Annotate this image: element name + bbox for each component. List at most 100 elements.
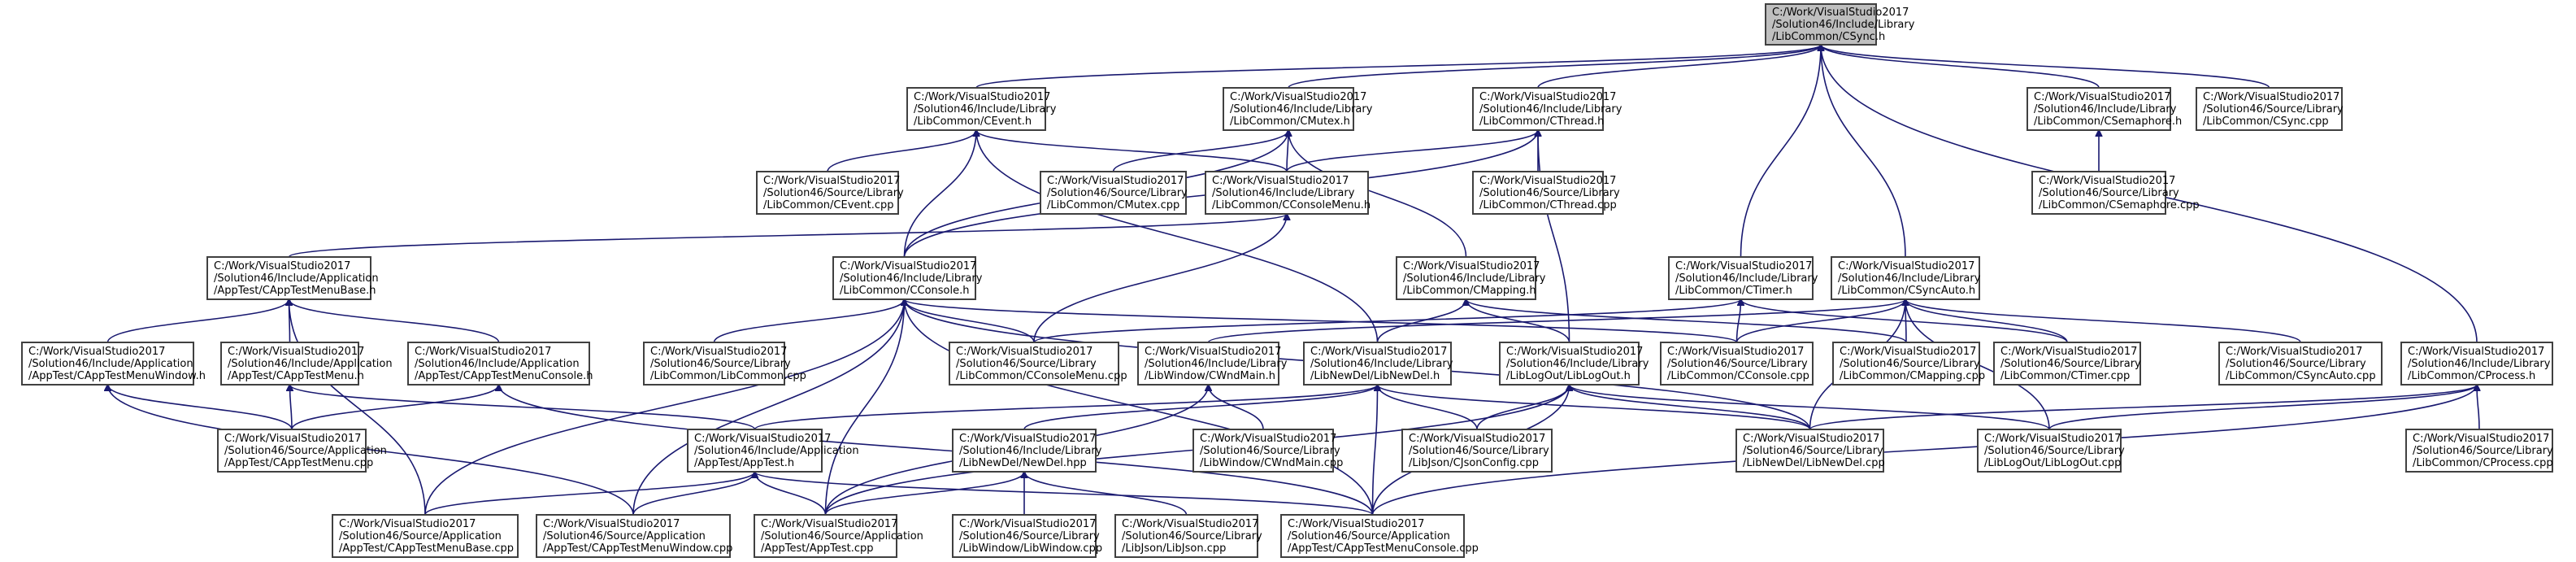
edge-cmutex_cpp-to-cmutex_h bbox=[1112, 130, 1289, 172]
node-label-line: C:/Work/VisualStudio2017 bbox=[840, 260, 976, 272]
node-cprocess_h[interactable]: C:/Work/VisualStudio2017/Solution46/Incl… bbox=[2400, 342, 2553, 386]
node-csyncauto_cpp[interactable]: C:/Work/VisualStudio2017/Solution46/Sour… bbox=[2218, 342, 2383, 386]
node-libjson_cpp[interactable]: C:/Work/VisualStudio2017/Solution46/Sour… bbox=[1114, 514, 1262, 558]
edge-liblogout_cpp-to-cprocess_h bbox=[2048, 385, 2477, 430]
node-box bbox=[2031, 171, 2166, 215]
edge-libnewdel_cpp-to-cprocess_h bbox=[1809, 385, 2478, 430]
node-label-line: C:/Work/VisualStudio2017 bbox=[763, 175, 900, 187]
node-label-line: C:/Work/VisualStudio2017 bbox=[28, 346, 165, 358]
node-capptestmenuconsole_h[interactable]: C:/Work/VisualStudio2017/Solution46/Incl… bbox=[407, 342, 593, 386]
node-label-line: /AppTest/AppTest.cpp bbox=[761, 542, 874, 555]
node-label-line: /Solution46/Include/Library bbox=[1506, 358, 1649, 370]
node-box bbox=[2196, 87, 2343, 131]
node-label-line: /Solution46/Include/Library bbox=[1212, 187, 1355, 199]
node-capptestmenubase_cpp[interactable]: C:/Work/VisualStudio2017/Solution46/Sour… bbox=[332, 514, 519, 558]
edge-capptestmenuconsole_cpp-to-apptest_h bbox=[755, 472, 1374, 516]
node-capptestmenubase_h[interactable]: C:/Work/VisualStudio2017/Solution46/Incl… bbox=[206, 256, 379, 300]
node-libwindow_cpp[interactable]: C:/Work/VisualStudio2017/Solution46/Sour… bbox=[952, 514, 1102, 558]
node-cthread_h[interactable]: C:/Work/VisualStudio2017/Solution46/Incl… bbox=[1472, 87, 1622, 131]
node-liblogout_cpp[interactable]: C:/Work/VisualStudio2017/Solution46/Sour… bbox=[1977, 429, 2125, 473]
node-csync_cpp[interactable]: C:/Work/VisualStudio2017/Solution46/Sour… bbox=[2196, 87, 2344, 131]
edge-libnewdel_h-to-cevent_h bbox=[976, 130, 1379, 343]
node-libcommon_cpp[interactable]: C:/Work/VisualStudio2017/Solution46/Sour… bbox=[643, 342, 806, 386]
node-box bbox=[1396, 256, 1536, 300]
node-csemaphore_cpp[interactable]: C:/Work/VisualStudio2017/Solution46/Sour… bbox=[2031, 171, 2200, 215]
node-ctimer_h[interactable]: C:/Work/VisualStudio2017/Solution46/Incl… bbox=[1668, 256, 1818, 300]
node-cmutex_cpp[interactable]: C:/Work/VisualStudio2017/Solution46/Sour… bbox=[1040, 171, 1188, 215]
edge-cmutex_h-to-root bbox=[1288, 45, 1821, 89]
node-box bbox=[1137, 342, 1279, 386]
node-label-line: /AppTest/CAppTestMenuConsole.cpp bbox=[1288, 542, 1479, 555]
node-box bbox=[952, 514, 1097, 558]
node-cevent_cpp[interactable]: C:/Work/VisualStudio2017/Solution46/Sour… bbox=[756, 171, 904, 215]
node-label-line: /LibNewDel/LibNewDel.cpp bbox=[1743, 457, 1885, 469]
edge-cevent_cpp-to-cevent_h bbox=[827, 130, 976, 172]
node-label-line: C:/Work/VisualStudio2017 bbox=[2413, 433, 2549, 445]
node-label-line: C:/Work/VisualStudio2017 bbox=[339, 518, 476, 530]
node-cconsolemenu_cpp[interactable]: C:/Work/VisualStudio2017/Solution46/Sour… bbox=[949, 342, 1127, 386]
node-cconsolemenu_h[interactable]: C:/Work/VisualStudio2017/Solution46/Incl… bbox=[1205, 171, 1371, 215]
node-box bbox=[1832, 342, 1980, 386]
node-label-line: /Solution46/Include/Library bbox=[959, 445, 1102, 457]
node-cconsole_h[interactable]: C:/Work/VisualStudio2017/Solution46/Incl… bbox=[832, 256, 983, 300]
node-label-line: C:/Work/VisualStudio2017 bbox=[1479, 91, 1616, 103]
node-label-line: C:/Work/VisualStudio2017 bbox=[1479, 175, 1616, 187]
node-libnewdel_cpp[interactable]: C:/Work/VisualStudio2017/Solution46/Sour… bbox=[1735, 429, 1885, 473]
node-label-line: /LibCommon/CEvent.h bbox=[914, 115, 1032, 128]
node-label-line: C:/Work/VisualStudio2017 bbox=[959, 433, 1096, 445]
node-liblogout_h[interactable]: C:/Work/VisualStudio2017/Solution46/Incl… bbox=[1499, 342, 1649, 386]
node-libnewdel_h[interactable]: C:/Work/VisualStudio2017/Solution46/Incl… bbox=[1303, 342, 1453, 386]
node-ctimer_cpp[interactable]: C:/Work/VisualStudio2017/Solution46/Sour… bbox=[1993, 342, 2141, 386]
node-cwndmain_cpp[interactable]: C:/Work/VisualStudio2017/Solution46/Sour… bbox=[1192, 429, 1343, 473]
edge-apptest_cpp-to-newdel_hpp bbox=[824, 472, 1025, 516]
edge-libnewdel_cpp-to-liblogout_h bbox=[1570, 385, 1811, 430]
node-box bbox=[1040, 171, 1187, 215]
node-apptest_h[interactable]: C:/Work/VisualStudio2017/Solution46/Incl… bbox=[687, 429, 859, 473]
edge-csemaphore_h-to-root bbox=[1821, 45, 2100, 89]
node-newdel_hpp[interactable]: C:/Work/VisualStudio2017/Solution46/Incl… bbox=[952, 429, 1102, 473]
node-capptestmenuwindow_cpp[interactable]: C:/Work/VisualStudio2017/Solution46/Sour… bbox=[536, 514, 732, 558]
node-box bbox=[952, 429, 1097, 473]
node-label-line: C:/Work/VisualStudio2017 bbox=[1047, 175, 1184, 187]
node-label-line: /Solution46/Source/Library bbox=[1840, 358, 1980, 370]
node-csyncauto_h[interactable]: C:/Work/VisualStudio2017/Solution46/Incl… bbox=[1831, 256, 1981, 300]
node-label-line: /LibCommon/LibCommon.cpp bbox=[650, 370, 806, 382]
node-box bbox=[1735, 429, 1884, 473]
node-cprocess_cpp[interactable]: C:/Work/VisualStudio2017/Solution46/Sour… bbox=[2405, 429, 2553, 473]
node-cjsonconfig_cpp[interactable]: C:/Work/VisualStudio2017/Solution46/Sour… bbox=[1401, 429, 1553, 473]
node-label-line: /Solution46/Source/Library bbox=[956, 358, 1097, 370]
node-label-line: /Solution46/Include/Library bbox=[2034, 103, 2177, 115]
node-capptestmenu_h[interactable]: C:/Work/VisualStudio2017/Solution46/Incl… bbox=[220, 342, 393, 386]
node-capptestmenuconsole_cpp[interactable]: C:/Work/VisualStudio2017/Solution46/Sour… bbox=[1280, 514, 1479, 558]
node-root[interactable]: C:/Work/VisualStudio2017/Solution46/Incl… bbox=[1765, 3, 1915, 46]
node-capptestmenu_cpp[interactable]: C:/Work/VisualStudio2017/Solution46/Sour… bbox=[217, 429, 387, 473]
node-cmapping_h[interactable]: C:/Work/VisualStudio2017/Solution46/Incl… bbox=[1396, 256, 1546, 300]
node-label-line: /Solution46/Include/Application bbox=[214, 272, 379, 285]
node-label-line: /Solution46/Source/Application bbox=[1288, 530, 1450, 542]
node-apptest_cpp[interactable]: C:/Work/VisualStudio2017/Solution46/Sour… bbox=[754, 514, 923, 558]
edge-ctimer_cpp-to-csyncauto_h bbox=[1905, 299, 2068, 343]
node-cmutex_h[interactable]: C:/Work/VisualStudio2017/Solution46/Incl… bbox=[1223, 87, 1373, 131]
node-box bbox=[1765, 3, 1877, 46]
node-cmapping_cpp[interactable]: C:/Work/VisualStudio2017/Solution46/Sour… bbox=[1832, 342, 1985, 386]
node-cthread_cpp[interactable]: C:/Work/VisualStudio2017/Solution46/Sour… bbox=[1472, 171, 1620, 215]
node-label-line: /LibJson/LibJson.cpp bbox=[1122, 542, 1226, 555]
node-cevent_h[interactable]: C:/Work/VisualStudio2017/Solution46/Incl… bbox=[906, 87, 1057, 131]
node-label-line: /AppTest/CAppTestMenuBase.h bbox=[214, 285, 376, 297]
node-capptestmenuwindow_h[interactable]: C:/Work/VisualStudio2017/Solution46/Incl… bbox=[21, 342, 206, 386]
node-box bbox=[832, 256, 976, 300]
node-cwndmain_h[interactable]: C:/Work/VisualStudio2017/Solution46/Incl… bbox=[1137, 342, 1288, 386]
node-label-line: C:/Work/VisualStudio2017 bbox=[650, 346, 787, 358]
node-label-line: C:/Work/VisualStudio2017 bbox=[1984, 433, 2121, 445]
edge-cconsolemenu_cpp-to-cconsole_h bbox=[905, 299, 1035, 343]
node-label-line: /Solution46/Include/Library bbox=[1479, 103, 1622, 115]
node-cconsole_cpp[interactable]: C:/Work/VisualStudio2017/Solution46/Sour… bbox=[1660, 342, 1814, 386]
node-label-line: /LibWindow/CWndMain.cpp bbox=[1200, 457, 1343, 469]
node-box bbox=[2405, 429, 2553, 473]
node-csemaphore_h[interactable]: C:/Work/VisualStudio2017/Solution46/Incl… bbox=[2026, 87, 2182, 131]
node-label-line: /AppTest/CAppTestMenuWindow.cpp bbox=[543, 542, 732, 555]
node-label-line: /AppTest/CAppTestMenuBase.cpp bbox=[339, 542, 514, 555]
edge-apptest_cpp-to-cconsole_h bbox=[824, 299, 905, 516]
node-box bbox=[1114, 514, 1258, 558]
node-label-line: C:/Work/VisualStudio2017 bbox=[1675, 260, 1812, 272]
